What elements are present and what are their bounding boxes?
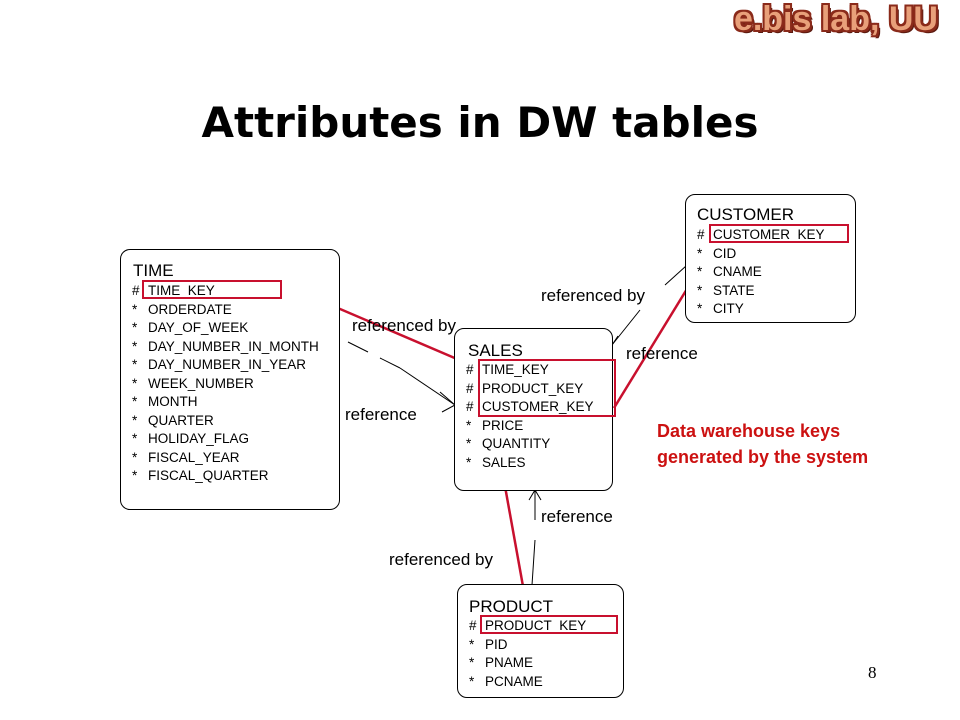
highlight-customer-key xyxy=(709,224,849,243)
attr-cname: *CNAME xyxy=(697,264,762,279)
highlight-product-key xyxy=(480,615,618,634)
attr-day-number-in-month: *DAY_NUMBER_IN_MONTH xyxy=(132,339,319,354)
attr-sales-time-key: #TIME_KEY xyxy=(466,362,549,377)
attr-pcname: *PCNAME xyxy=(469,674,543,689)
attr-week-number: *WEEK_NUMBER xyxy=(132,376,254,391)
entity-product-name: PRODUCT xyxy=(469,597,554,616)
attr-quarter: *QUARTER xyxy=(132,413,214,428)
attr-product-key: #PRODUCT_KEY xyxy=(469,618,587,633)
slide-title: Attributes in DW tables xyxy=(201,98,759,147)
attr-city: *CITY xyxy=(697,301,744,316)
annotation-note-line1: Data warehouse keys xyxy=(657,421,841,441)
attr-cid: *CID xyxy=(697,246,737,261)
rel-label-product-reference: reference xyxy=(541,507,613,526)
highlight-sales-keys xyxy=(478,359,616,417)
entity-customer xyxy=(685,194,856,323)
entity-time-name: TIME xyxy=(133,261,174,280)
annotation-note-line2: generated by the system xyxy=(657,447,869,467)
attr-price: *PRICE xyxy=(466,418,524,433)
rel-label-product-referenced-by: referenced by xyxy=(389,550,493,569)
entity-sales-name: SALES xyxy=(468,341,523,360)
rel-crowfoot-sales-time xyxy=(439,391,456,413)
attr-quantity: *QUANTITY xyxy=(466,436,551,451)
attr-customer-key: #CUSTOMER_KEY xyxy=(697,227,825,242)
rel-label-customer-referenced-by: referenced by xyxy=(541,286,645,305)
rel-label-time-referenced-by: referenced by xyxy=(352,316,456,335)
attr-sales: *SALES xyxy=(466,455,526,470)
entity-sales xyxy=(454,328,613,491)
rel-label-customer-reference: reference xyxy=(626,344,698,363)
entity-time xyxy=(120,249,340,510)
attr-time-key: #TIME_KEY xyxy=(132,283,215,298)
attr-pid: *PID xyxy=(469,637,508,652)
attr-fiscal-quarter: *FISCAL_QUARTER xyxy=(132,468,269,483)
attr-day-of-week: *DAY_OF_WEEK xyxy=(132,320,249,335)
rel-label-time-reference: reference xyxy=(345,405,417,424)
lab-logo: e.bis lab, UU xyxy=(733,0,938,38)
attr-orderdate: *ORDERDATE xyxy=(132,302,232,317)
page-number: 8 xyxy=(868,663,877,682)
rel-line-sales-product xyxy=(531,490,536,586)
attr-day-number-in-year: *DAY_NUMBER_IN_YEAR xyxy=(132,357,307,372)
highlight-time-key xyxy=(142,280,282,299)
attr-pname: *PNAME xyxy=(469,655,534,670)
attr-month: *MONTH xyxy=(132,394,198,409)
attr-sales-customer-key: #CUSTOMER_KEY xyxy=(466,399,594,414)
rel-line-time-sales-dashed xyxy=(347,341,401,369)
annotation-note: Data warehouse keys generated by the sys… xyxy=(657,418,868,470)
attr-holiday-flag: *HOLIDAY_FLAG xyxy=(132,431,250,446)
attr-fiscal-year: *FISCAL_YEAR xyxy=(132,450,240,465)
attr-state: *STATE xyxy=(697,283,755,298)
rel-line-customer-sales xyxy=(611,265,687,346)
entity-customer-name: CUSTOMER xyxy=(697,205,794,224)
attr-sales-product-key: #PRODUCT_KEY xyxy=(466,381,584,396)
entity-product xyxy=(457,584,624,698)
rel-line-time-sales-solid xyxy=(399,367,456,406)
